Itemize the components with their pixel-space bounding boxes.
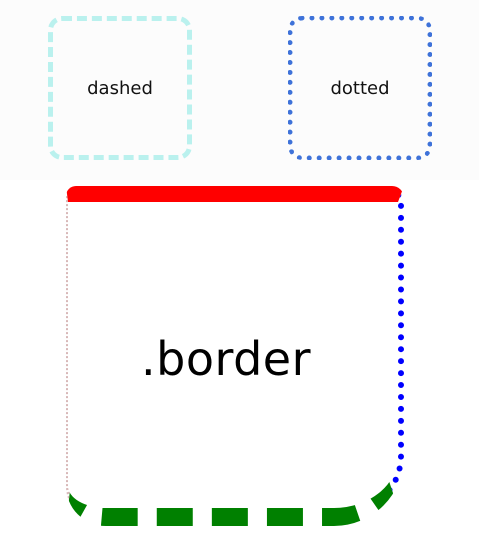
- dotted-label: dotted: [330, 77, 390, 99]
- dotted-border-sample: dotted: [288, 16, 432, 160]
- dashed-border-sample: dashed: [48, 16, 192, 160]
- border-demo-label: .border: [141, 332, 311, 386]
- dashed-label: dashed: [87, 77, 153, 99]
- border-demo-box: .border: [66, 186, 404, 526]
